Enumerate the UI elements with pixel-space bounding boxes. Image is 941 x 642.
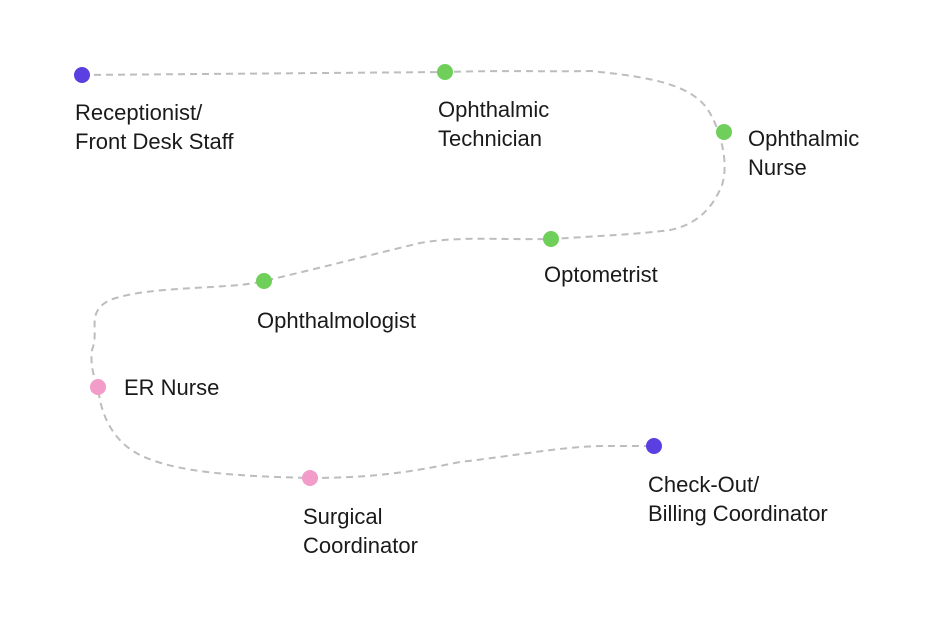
node-dot-surgical-coordinator: [302, 470, 318, 486]
node-label-ophthalmic-technician: Ophthalmic Technician: [438, 95, 549, 153]
label-line: Optometrist: [544, 262, 658, 287]
node-label-check-out: Check-Out/ Billing Coordinator: [648, 470, 828, 528]
dashed-path: [81, 69, 726, 480]
label-line: Coordinator: [303, 533, 418, 558]
node-dot-ophthalmologist: [256, 273, 272, 289]
node-dot-check-out: [646, 438, 662, 454]
node-label-surgical-coordinator: Surgical Coordinator: [303, 502, 418, 560]
label-line: Receptionist/: [75, 100, 203, 125]
label-line: Check-Out/: [648, 472, 760, 497]
node-label-receptionist: Receptionist/ Front Desk Staff: [75, 98, 234, 156]
node-dot-er-nurse: [90, 379, 106, 395]
label-line: Ophthalmologist: [257, 308, 416, 333]
node-dot-receptionist: [74, 67, 90, 83]
node-dot-ophthalmic-technician: [437, 64, 453, 80]
node-label-optometrist: Optometrist: [544, 260, 658, 289]
label-line: Ophthalmic: [438, 97, 550, 122]
label-line: Front Desk Staff: [75, 129, 234, 154]
label-line: Nurse: [748, 155, 807, 180]
node-label-ophthalmic-nurse: Ophthalmic Nurse: [748, 124, 859, 182]
node-dot-ophthalmic-nurse: [716, 124, 732, 140]
label-line: Technician: [438, 126, 542, 151]
label-line: Surgical: [303, 504, 383, 529]
label-line: Billing Coordinator: [648, 501, 828, 526]
label-line: ER Nurse: [124, 375, 220, 400]
node-label-er-nurse: ER Nurse: [124, 373, 219, 402]
label-line: Ophthalmic: [748, 126, 860, 151]
node-dot-optometrist: [543, 231, 559, 247]
node-label-ophthalmologist: Ophthalmologist: [257, 306, 416, 335]
